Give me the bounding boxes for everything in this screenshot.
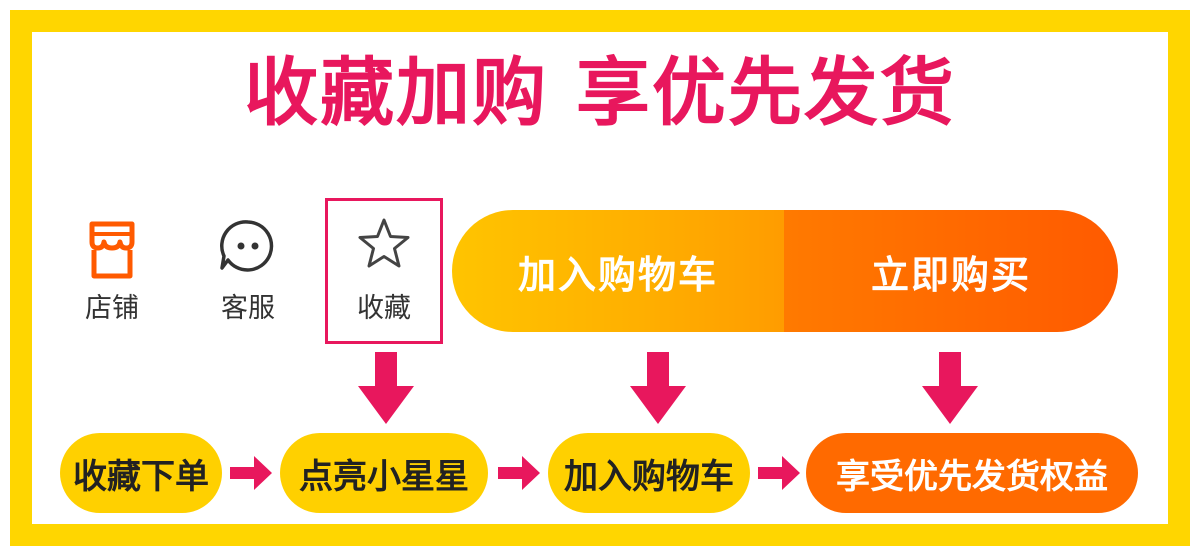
purchase-action-bar: 加入购物车 立即购买 (452, 210, 1118, 332)
right-arrow-icon (230, 456, 272, 490)
store-icon (89, 221, 135, 279)
step-light-star: 点亮小星星 (280, 433, 488, 513)
shop-button[interactable]: 店铺 (62, 214, 162, 334)
step-priority-shipping: 享受优先发货权益 (806, 433, 1138, 513)
chat-face-icon (220, 220, 274, 272)
right-arrow-icon (758, 456, 800, 490)
favorite-button[interactable]: 收藏 (334, 214, 434, 334)
right-arrow-icon (498, 456, 540, 490)
customer-service-button[interactable]: 客服 (198, 214, 298, 334)
favorite-label: 收藏 (357, 293, 411, 324)
favorite-highlight-box (325, 198, 443, 344)
buy-now-button[interactable]: 立即购买 (784, 210, 1118, 332)
customer-service-label: 客服 (221, 293, 275, 324)
down-arrow-icon (630, 352, 686, 424)
shop-label: 店铺 (85, 293, 139, 324)
add-to-cart-label: 加入购物车 (517, 252, 718, 297)
add-to-cart-button[interactable]: 加入购物车 (452, 210, 784, 332)
promo-headline: 收藏加购 享优先发货 (244, 50, 956, 136)
step-favorite-order: 收藏下单 (60, 433, 222, 513)
buy-now-label: 立即购买 (870, 252, 1031, 297)
star-icon (358, 218, 410, 268)
step-add-cart: 加入购物车 (548, 433, 750, 513)
down-arrow-icon (358, 352, 414, 424)
down-arrow-icon (922, 352, 978, 424)
